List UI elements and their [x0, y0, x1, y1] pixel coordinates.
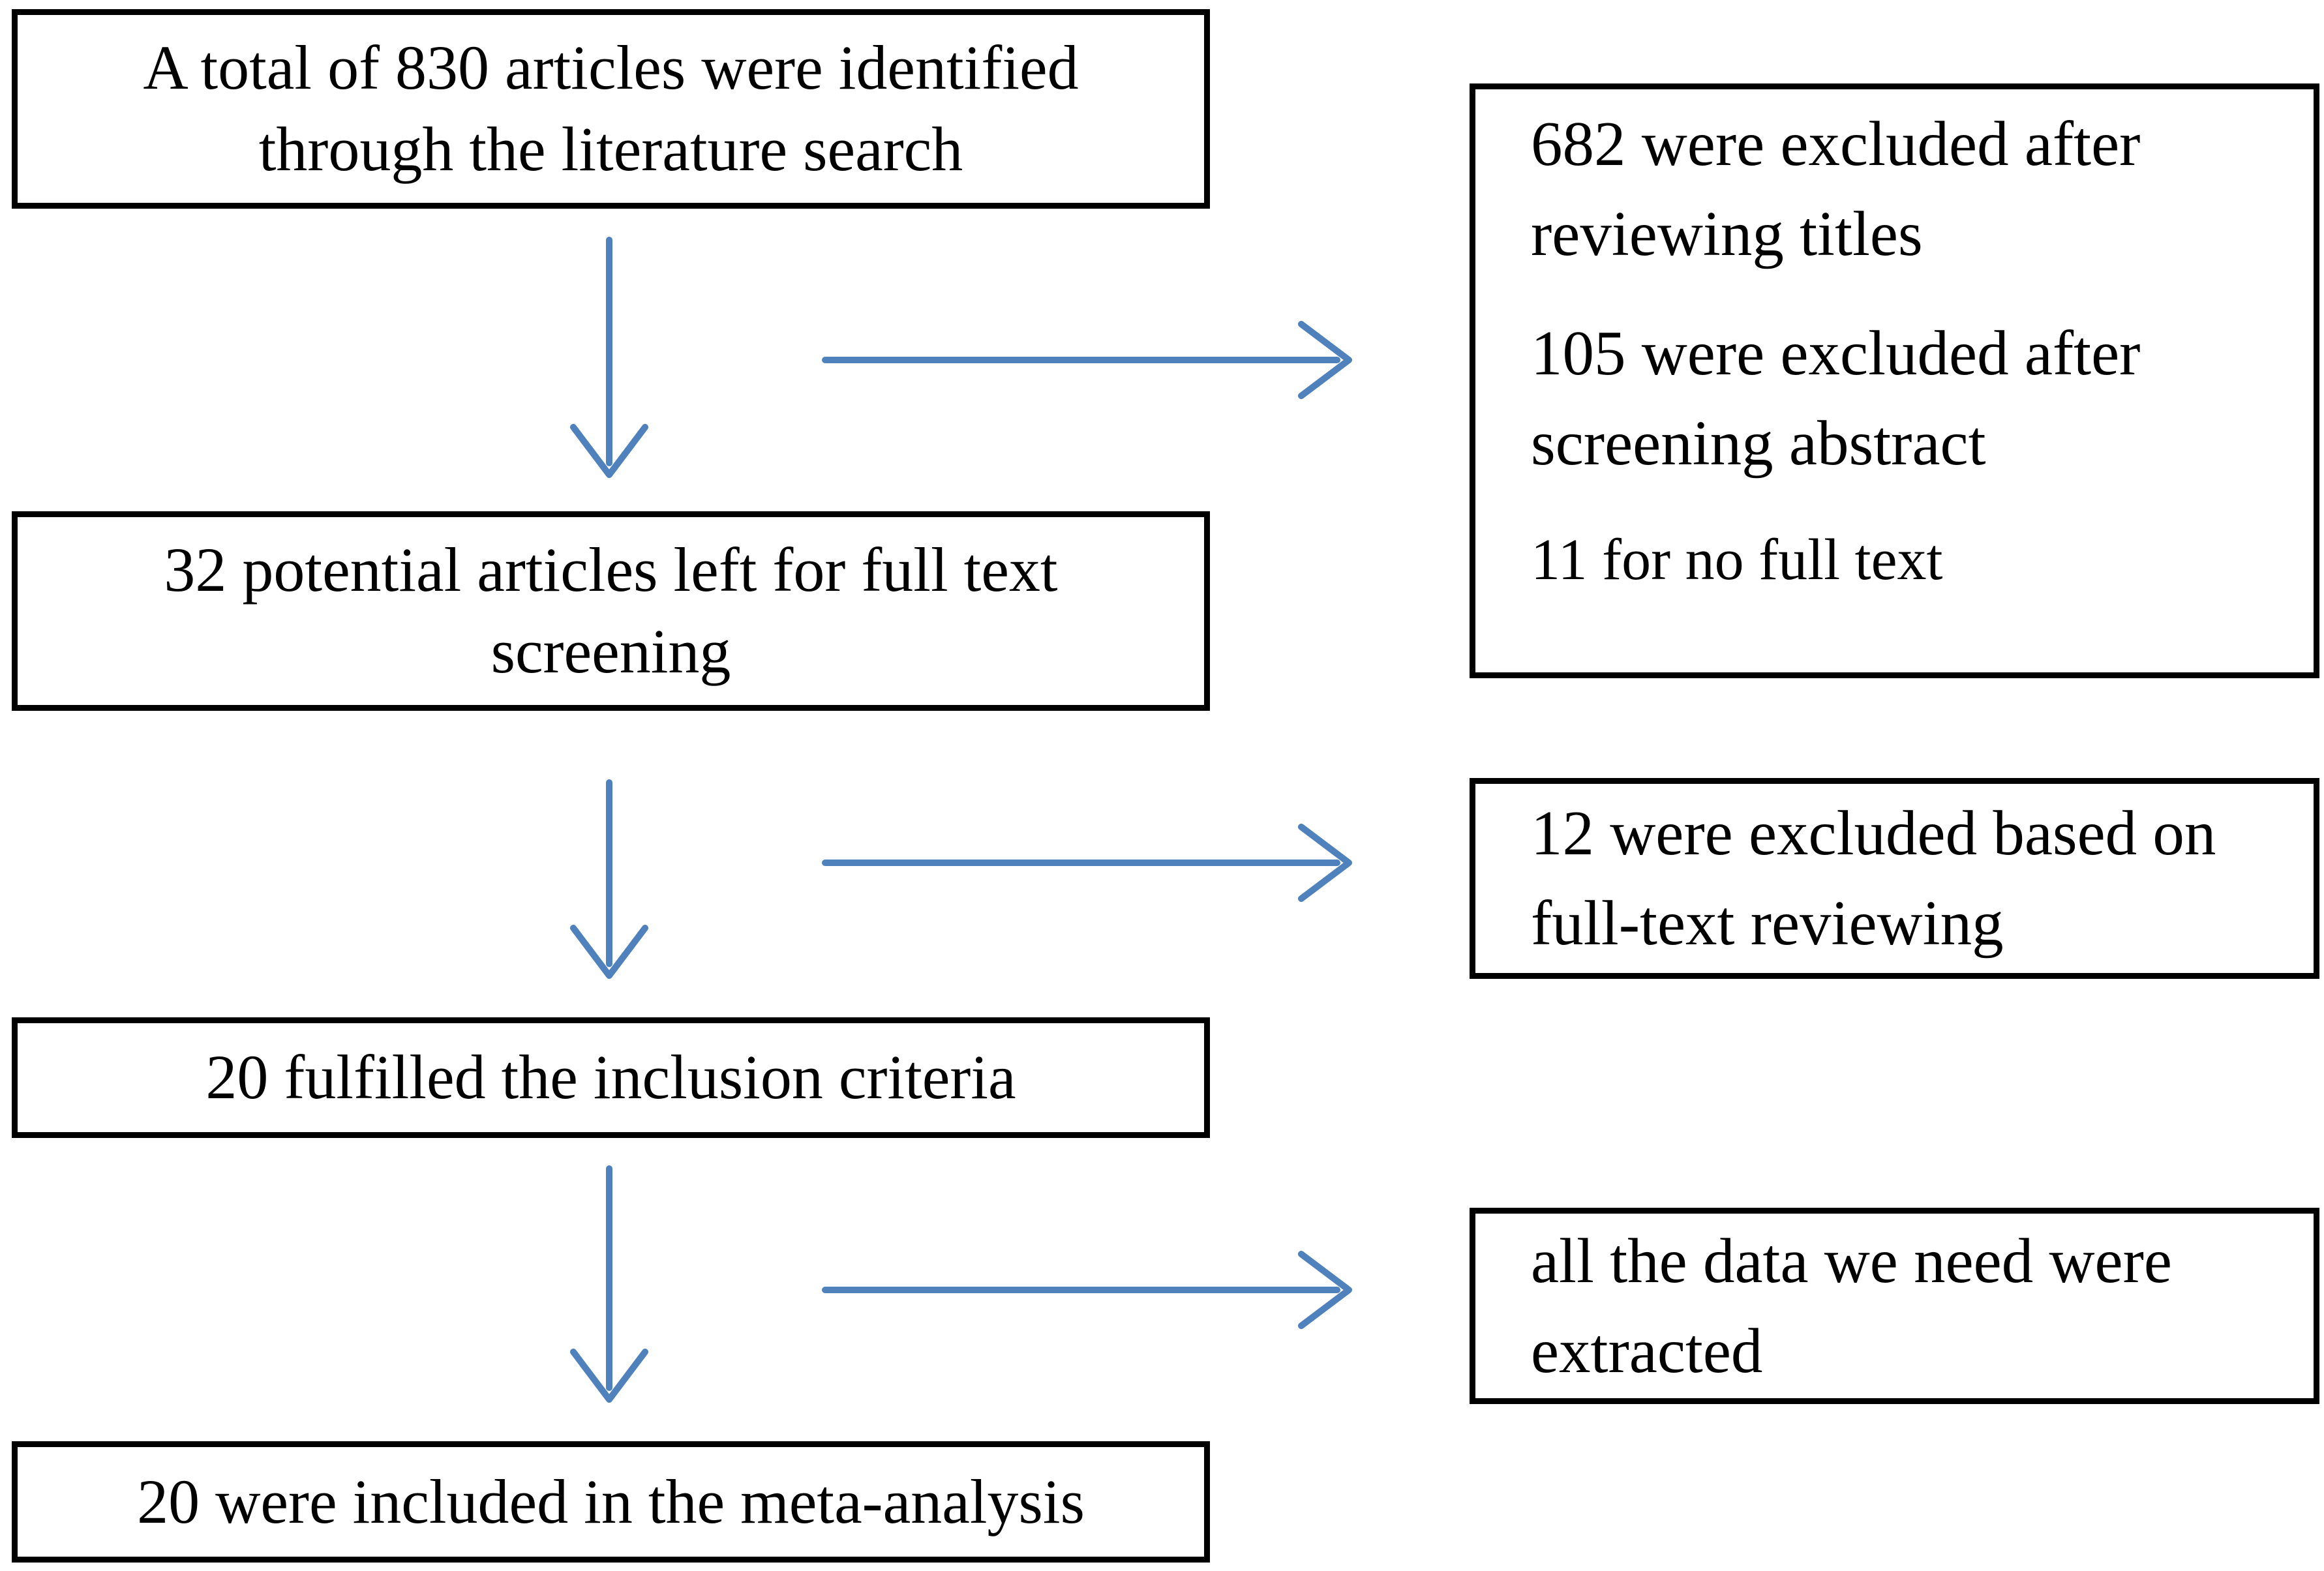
arrow-down-3-head [570, 1349, 648, 1403]
note-excluded-titles-line2: reviewing titles [1531, 198, 1923, 269]
note-excluded-fulltext: 12 were excluded based on full-text revi… [1531, 788, 2216, 968]
arrow-right-2 [822, 824, 1352, 902]
box-fulltext-screening-line1: 32 potential articles left for full text [164, 535, 1058, 605]
note-no-full-text-line1: 11 for no full text [1531, 527, 1943, 592]
arrow-down-2 [570, 779, 648, 979]
note-excluded-abstracts-line1: 105 were excluded after [1531, 318, 2141, 389]
note-excluded-titles-line1: 682 were excluded after [1531, 109, 2141, 179]
box-data-extracted: all the data we need were extracted [1470, 1208, 2319, 1404]
note-data-extracted: all the data we need were extracted [1531, 1216, 2172, 1396]
arrow-right-1-head [1298, 321, 1352, 399]
box-articles-identified-line2: through the literature search [258, 114, 963, 184]
note-excluded-abstracts: 105 were excluded after screening abstra… [1531, 308, 2140, 488]
box-meta-analysis-line1: 20 were included in the meta-analysis [137, 1466, 1085, 1536]
box-fulltext-screening: 32 potential articles left for full text… [12, 511, 1210, 711]
box-excluded-fulltext-review: 12 were excluded based on full-text revi… [1470, 778, 2319, 979]
box-articles-identified-line1: A total of 830 articles were identified [143, 33, 1079, 103]
note-excluded-titles: 682 were excluded after reviewing titles [1531, 99, 2140, 278]
arrow-right-1 [822, 321, 1352, 399]
arrow-right-3-head [1298, 1251, 1352, 1329]
arrow-down-3 [570, 1165, 648, 1403]
note-no-full-text: 11 for no full text [1531, 518, 1943, 602]
box-inclusion-criteria: 20 fulfilled the inclusion criteria [12, 1017, 1210, 1138]
box-meta-analysis: 20 were included in the meta-analysis [12, 1441, 1210, 1563]
note-data-extracted-line1: all the data we need were [1531, 1225, 2172, 1296]
arrow-down-1-head [570, 424, 648, 478]
box-excluded-titles-abstracts: 682 were excluded after reviewing titles… [1470, 83, 2319, 678]
note-excluded-abstracts-line2: screening abstract [1531, 408, 1986, 479]
box-articles-identified: A total of 830 articles were identified … [12, 9, 1210, 209]
arrow-right-3 [822, 1251, 1352, 1329]
arrow-down-1 [570, 237, 648, 478]
arrow-right-2-head [1298, 824, 1352, 902]
box-fulltext-screening-line2: screening [490, 616, 731, 686]
note-excluded-fulltext-line1: 12 were excluded based on [1531, 798, 2216, 869]
arrow-down-2-head [570, 925, 648, 979]
note-data-extracted-line2: extracted [1531, 1315, 1763, 1386]
box-inclusion-criteria-line1: 20 fulfilled the inclusion criteria [205, 1042, 1016, 1113]
note-excluded-fulltext-line2: full-text reviewing [1531, 888, 2004, 958]
